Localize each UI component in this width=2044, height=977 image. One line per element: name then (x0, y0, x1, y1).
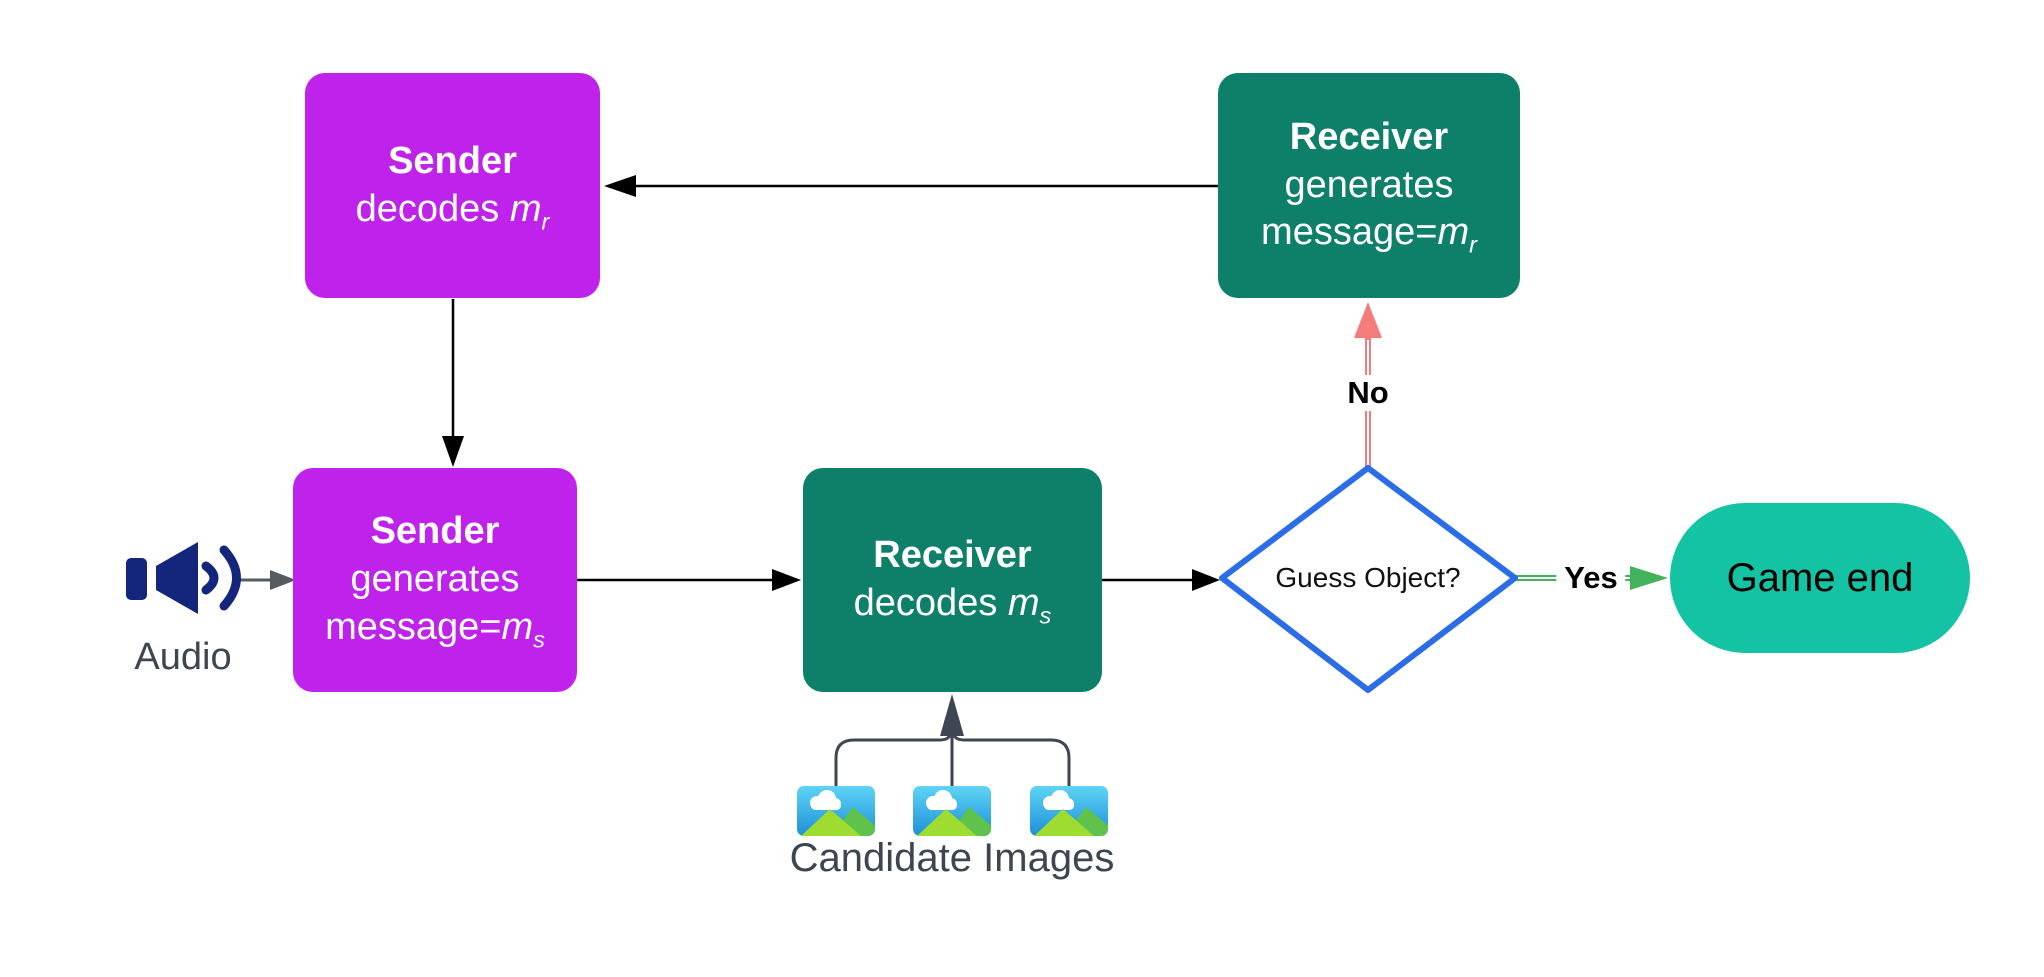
node-game-end: Game end (1670, 503, 1970, 653)
node-body-line2: message=ms (325, 605, 545, 653)
node-body: decodes mr (355, 187, 550, 235)
edge-label-yes: Yes (1556, 560, 1626, 596)
node-body-line1: generates (350, 558, 520, 601)
edge-label-no: No (1339, 375, 1397, 411)
arrow-receiver-to-sender (604, 175, 1218, 197)
node-title: Sender (370, 510, 500, 553)
node-sender-decodes: Sender decodes mr (305, 73, 600, 298)
arrow-sender-to-receiver (577, 569, 801, 591)
candidate-image-icon (913, 786, 991, 836)
node-title: Sender (388, 139, 517, 182)
audio-label: Audio (134, 636, 232, 678)
candidate-image-icon (1030, 786, 1108, 836)
node-body: decodes ms (853, 582, 1052, 629)
node-sender-generates: Sender generates message=ms (293, 468, 577, 692)
node-body-line2: message=mr (1261, 211, 1477, 259)
candidate-image-icon (797, 786, 875, 836)
candidate-connectors (834, 694, 1071, 788)
candidate-images-label: Candidate Images (789, 836, 1115, 880)
node-body-line1: generates (1284, 163, 1454, 206)
node-title: Receiver (873, 534, 1032, 577)
decision-diamond (1219, 465, 1518, 693)
node-receiver-generates: Receiver generates message=mr (1218, 73, 1520, 298)
arrow-sender-down (442, 299, 464, 467)
decision-label: Guess Object? (1275, 562, 1461, 593)
speaker-icon (126, 542, 241, 614)
node-receiver-decodes: Receiver decodes ms (803, 468, 1102, 692)
arrow-audio-to-sender (237, 570, 296, 590)
node-title: Receiver (1289, 115, 1449, 158)
arrow-receiver-to-decision (1102, 569, 1220, 591)
